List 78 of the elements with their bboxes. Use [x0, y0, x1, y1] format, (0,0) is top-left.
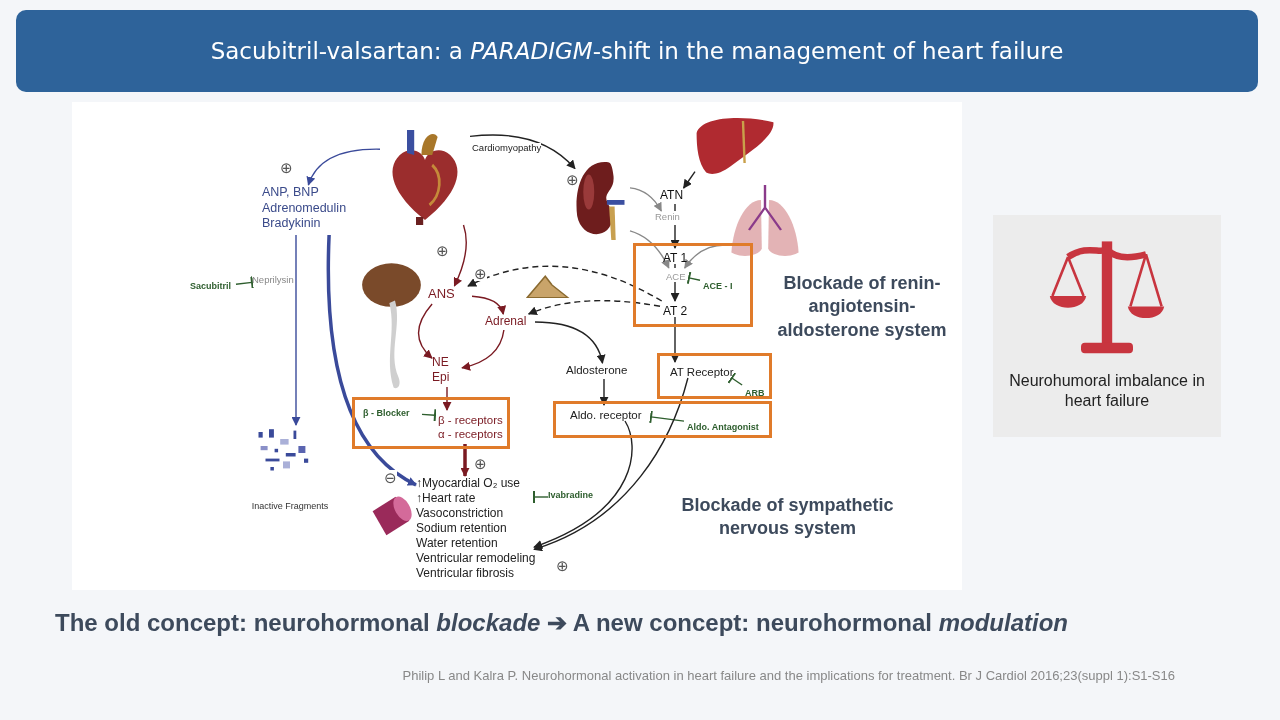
pathway-label: AT Receptor: [670, 365, 742, 381]
slide-title: Sacubitril-valsartan: a PARADIGM-shift in the management of heart failure: [210, 38, 1064, 64]
arrow: [682, 170, 696, 189]
arrow: [467, 265, 663, 302]
inhibition-line: [649, 409, 685, 424]
drug-label: Sacubitril: [190, 281, 236, 293]
arrow: [461, 329, 505, 371]
arrow: [453, 224, 467, 287]
pathway-label: Neprilysin: [252, 274, 292, 286]
sign-symbol: ⊕: [556, 558, 569, 573]
pathway-label: ANS: [428, 286, 472, 304]
pathway-label: Aldo. receptor: [570, 408, 654, 424]
pathway-label: AT 1: [663, 251, 693, 267]
arrow: [527, 300, 661, 316]
arrow: [533, 420, 633, 549]
effect-label: Water retention: [416, 536, 498, 551]
info-card: [993, 215, 1221, 437]
inhibition-line: [421, 408, 437, 423]
arrow: [670, 316, 680, 363]
receptor-label: β - receptors: [438, 413, 503, 428]
drug-label: Ivabradine: [548, 490, 602, 504]
drug-label: ACE - I: [703, 281, 747, 295]
pathway-label: ATN: [660, 188, 690, 204]
pathway-label: Adrenal: [485, 314, 535, 330]
highlight-frame: [553, 401, 772, 438]
highlight-frame: [657, 353, 772, 399]
arrow: [307, 148, 381, 186]
pathway-label: Renin: [655, 211, 695, 225]
pathway-label: ACE: [666, 271, 692, 285]
citation: Philip L and Kalra P. Neurohormonal activation in heart failure and the implications for treatment. Br J Cardiol 2016;23(suppl 1):S1-S16: [402, 668, 1175, 683]
arrow: [629, 187, 662, 212]
highlight-frame: [352, 397, 510, 449]
effect-label: ↑Myocardial O₂ use: [416, 476, 521, 491]
arrow: [326, 234, 417, 487]
pathway-label: Aldosterone: [566, 363, 642, 379]
pathway-label: AT 2: [663, 304, 693, 320]
effect-label: ↑Heart rate: [416, 491, 476, 506]
sign-symbol: ⊕: [474, 266, 487, 281]
arrow: [670, 224, 680, 249]
arrow: [469, 134, 576, 170]
connector-line: [674, 203, 676, 212]
effect-label: Ventricular remodeling: [416, 551, 536, 566]
arrow: [442, 386, 452, 411]
arrow: [460, 444, 470, 477]
edge-label: Cardiomyopathy: [472, 143, 542, 153]
arrow: [291, 234, 301, 426]
sign-symbol: ⊖: [384, 470, 397, 485]
arrow: [670, 281, 680, 302]
sign-symbol: ⊕: [436, 243, 449, 258]
card-text: Neurohumoral imbalance in heart failure: [1008, 371, 1206, 411]
arrow: [629, 230, 670, 269]
fragment-label: Inactive Fragments: [250, 501, 330, 513]
drug-label: β - Blocker: [363, 408, 425, 422]
pathway-label: NE Epi: [432, 355, 462, 387]
pathway-label: ANP, BNP Adrenomedulin Bradykinin: [262, 185, 362, 235]
note-text: Blockade of sympathetic nervous system: [680, 494, 895, 541]
note-text: Blockade of renin-angiotensin-aldosterone system: [776, 272, 948, 342]
inhibition-line: [235, 275, 254, 290]
effect-label: Ventricular fibrosis: [416, 566, 515, 581]
drug-label: ARB: [745, 388, 771, 400]
effect-label: Sodium retention: [416, 521, 507, 536]
highlight-frame: [633, 243, 753, 327]
inhibition-line: [533, 490, 549, 504]
arrow: [471, 295, 506, 315]
inhibition-line: [727, 372, 743, 386]
concept-statement: The old concept: neurohormonal blockade ➔ A new concept: neurohormonal modulation: [55, 608, 1068, 638]
arrow: [533, 377, 689, 551]
arrow: [417, 303, 433, 359]
connector-line: [674, 263, 676, 269]
effect-label: Vasoconstriction: [416, 506, 504, 521]
drug-label: Aldo. Antagonist: [687, 422, 771, 435]
sign-symbol: ⊕: [566, 170, 579, 190]
arrow: [599, 378, 609, 406]
sign-symbol: ⊕: [280, 160, 293, 175]
receptor-label: α - receptors: [438, 427, 503, 442]
arrow: [534, 321, 605, 364]
inhibition-line: [686, 271, 701, 285]
sign-symbol: ⊕: [474, 456, 487, 471]
